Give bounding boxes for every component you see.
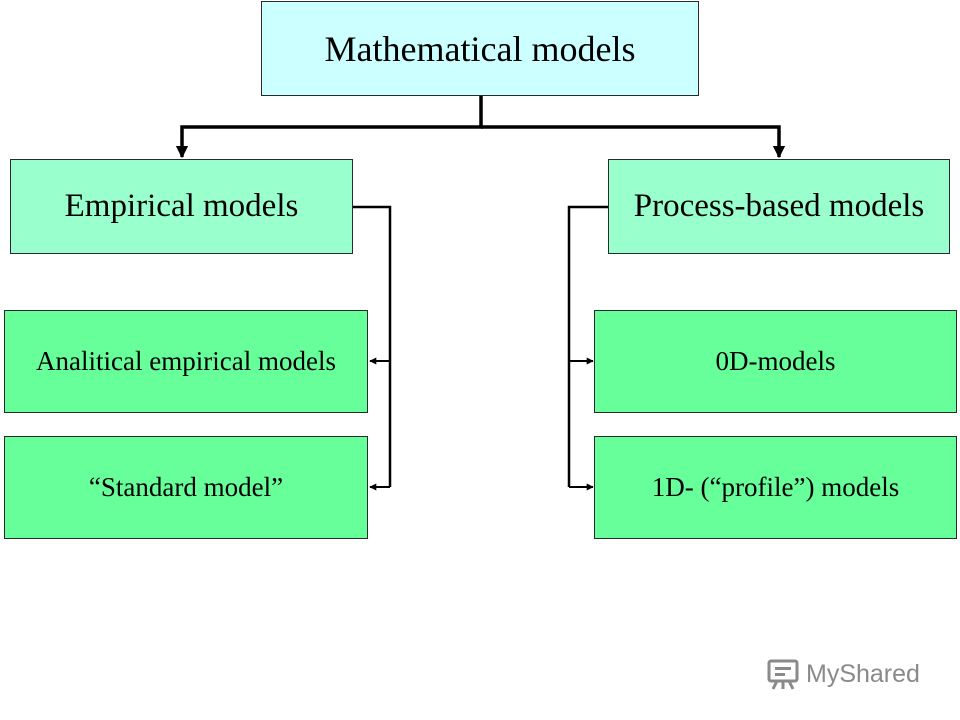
analitical-empirical-models-box: Analitical empirical models — [4, 310, 368, 413]
0d-models-box: 0D-models — [594, 310, 957, 413]
0d-models-label: 0D-models — [715, 346, 836, 376]
empirical-models-label: Empirical models — [64, 188, 299, 224]
process-based-models-box: Process-based models — [608, 159, 950, 254]
watermark-text: MyShared — [806, 659, 920, 688]
1d-profile-models-box: 1D- (“profile”) models — [594, 436, 957, 539]
standard-model-box: “Standard model” — [4, 436, 368, 539]
root-to-empirical-arrow — [175, 96, 483, 159]
process-based-models-label: Process-based models — [633, 188, 925, 224]
process-bracket-line — [567, 205, 609, 487]
watermark: MyShared — [766, 656, 920, 692]
root-label: Mathematical models — [324, 28, 636, 69]
analitical-empirical-models-label: Analitical empirical models — [36, 346, 336, 376]
mathematical-models-box: Mathematical models — [261, 1, 699, 96]
empirical-bracket-line — [353, 205, 392, 487]
1d-profile-models-label: 1D- (“profile”) models — [651, 472, 900, 502]
empirical-models-box: Empirical models — [10, 159, 353, 254]
presentation-board-icon — [767, 659, 799, 690]
standard-model-label: “Standard model” — [88, 472, 284, 502]
root-to-process-arrow — [481, 125, 786, 159]
